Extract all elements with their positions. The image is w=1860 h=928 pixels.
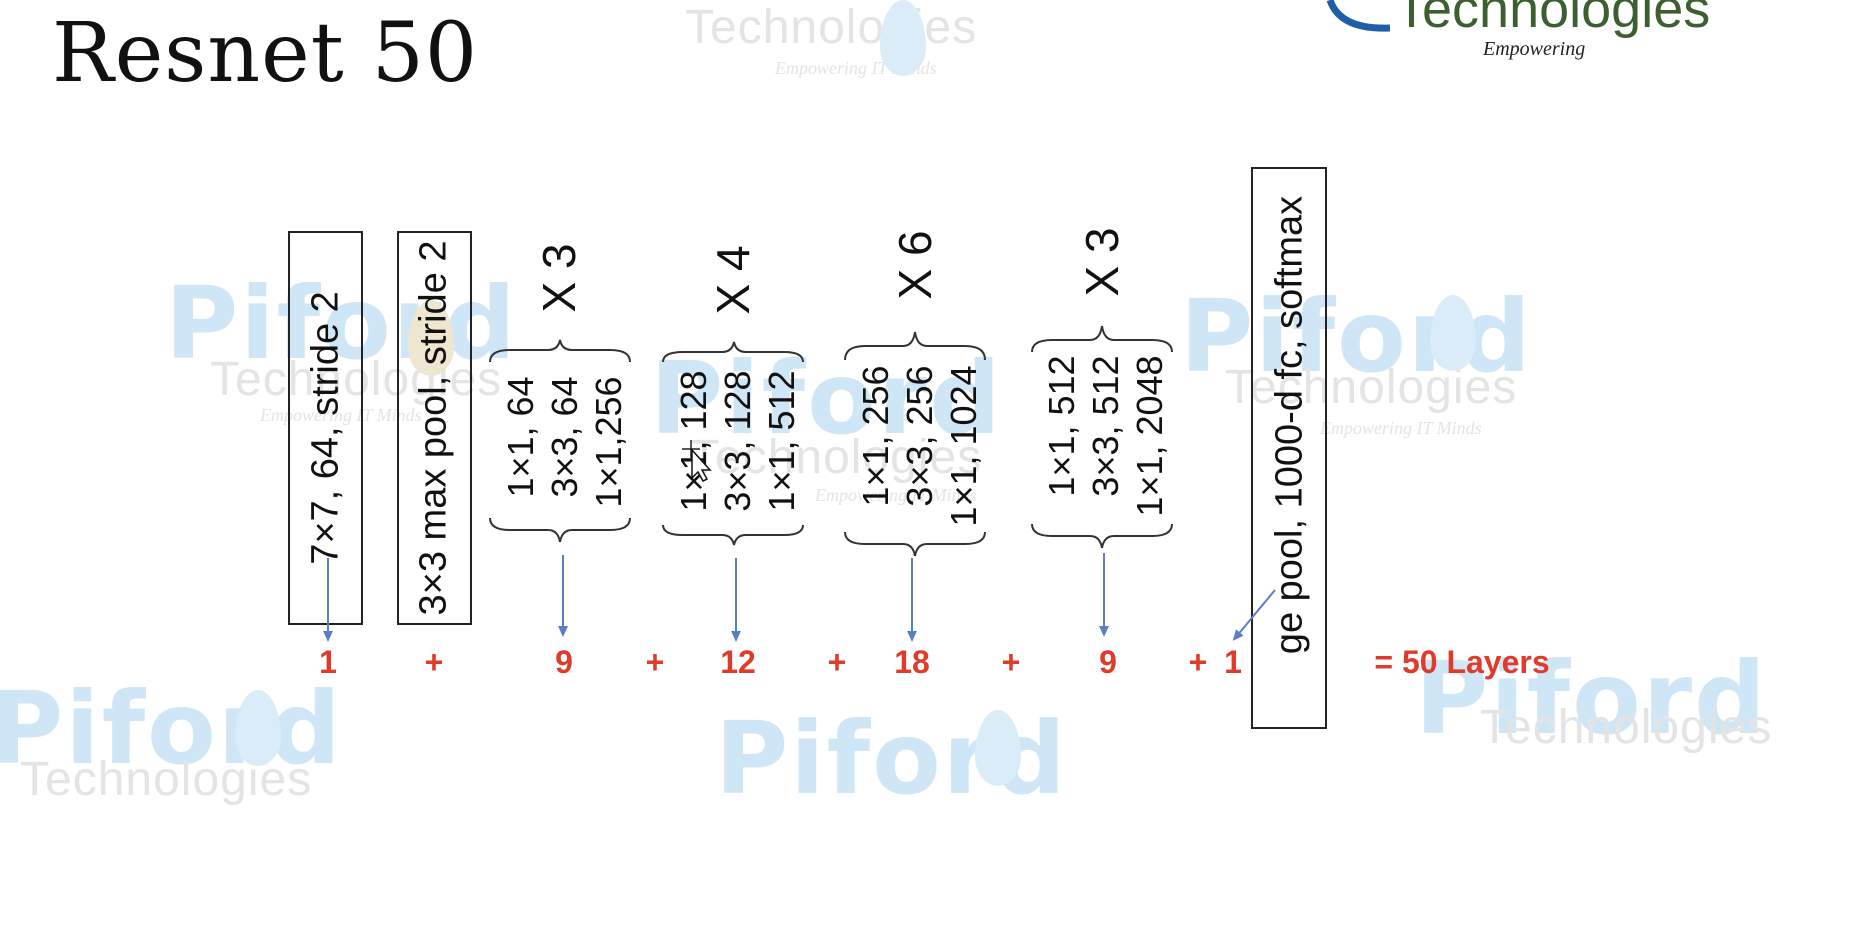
- plus-sign: +: [1001, 644, 1021, 680]
- maxpool-box: [397, 231, 472, 625]
- brace-top-stage3: [844, 331, 986, 361]
- logo-tagline: Empowering: [1483, 38, 1586, 60]
- brace-top-stage2: [662, 341, 804, 363]
- logo-swoosh-icon: [1326, 0, 1391, 32]
- plus-sign: +: [645, 644, 665, 680]
- layer-count-term: 18: [894, 644, 930, 680]
- brace-bottom-stage3: [844, 531, 986, 557]
- plus-sign: +: [827, 644, 847, 680]
- mouse-cursor-icon: [682, 440, 712, 482]
- layer-count-term: 9: [1099, 644, 1117, 680]
- layer-count-term: 1: [1224, 644, 1242, 680]
- plus-sign: +: [1188, 644, 1208, 680]
- brace-bottom-stage1: [489, 517, 631, 543]
- arrow-avgpool: [1232, 589, 1276, 641]
- brace-top-stage1: [489, 339, 631, 363]
- logo-name: Technologies: [1395, 0, 1711, 39]
- brace-top-stage4: [1031, 325, 1173, 353]
- conv1-box: [288, 231, 363, 625]
- page-title: Resnet 50: [52, 6, 479, 101]
- avgpool-box: [1251, 167, 1327, 729]
- layer-count-term: 12: [720, 644, 756, 680]
- layer-count-term: 1: [319, 644, 337, 680]
- total-layers: = 50 Layers: [1374, 644, 1550, 680]
- plus-sign: +: [424, 644, 444, 680]
- layer-count-term: 9: [555, 644, 573, 680]
- brace-bottom-stage2: [662, 524, 804, 546]
- brace-bottom-stage4: [1031, 523, 1173, 549]
